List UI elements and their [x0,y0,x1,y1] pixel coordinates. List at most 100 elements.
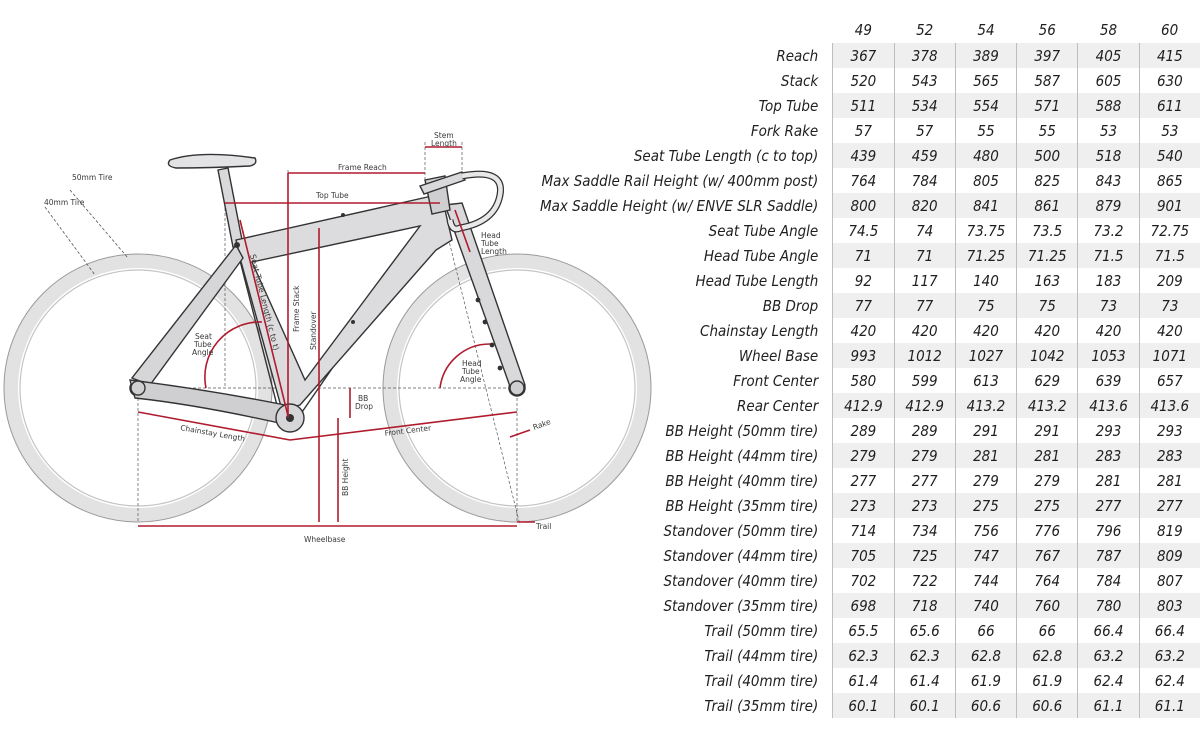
table-cell: 65.5 [832,618,895,643]
table-cell: 62.4 [1138,668,1200,693]
label-trail: Trail [535,522,551,531]
table-cell: 291 [1016,418,1078,443]
label-50mm-tire: 50mm Tire [72,173,113,182]
table-cell: 66.4 [1138,618,1200,643]
table-cell: 378 [893,43,956,68]
table-cell: 734 [893,518,956,543]
table-cell: 291 [954,418,1017,443]
table-cell: 163 [1016,268,1078,293]
measurement-lines [137,146,535,527]
table-cell: 53 [1138,118,1200,143]
label-frame-reach: Frame Reach [338,163,387,172]
table-cell: 518 [1077,143,1140,168]
label-bb-drop-1: BB [358,394,368,403]
table-cell: 543 [893,68,956,93]
table-cell: 698 [832,593,895,618]
table-cell: 279 [954,468,1017,493]
table-cell: 809 [1138,543,1200,568]
table-cell: 580 [832,368,895,393]
table-cell: 66 [1016,618,1078,643]
table-cell: 787 [1077,543,1140,568]
label-seat-tube-angle-1: Seat [195,332,212,341]
table-cell: 993 [832,343,895,368]
table-cell: 588 [1077,93,1140,118]
table-cell: 744 [954,568,1017,593]
table-cell: 77 [832,293,895,318]
table-cell: 283 [1138,443,1200,468]
table-cell: 75 [954,293,1017,318]
row-label: BB Height (44mm tire) [665,446,819,465]
table-cell: 420 [1016,318,1078,343]
table-cell: 61.9 [954,668,1017,693]
table-cell: 281 [1138,468,1200,493]
table-cell: 71.5 [1138,243,1200,268]
label-head-tube-angle-1: Head [462,359,482,368]
table-cell: 66.4 [1077,618,1140,643]
row-label: Max Saddle Height (w/ ENVE SLR Saddle) [540,196,819,215]
row-label: BB Height (35mm tire) [665,496,819,515]
row-label: BB Height (40mm tire) [665,471,819,490]
table-cell: 1071 [1138,343,1200,368]
row-label: Trail (50mm tire) [704,621,819,640]
table-cell: 277 [1077,493,1140,518]
table-cell: 92 [832,268,895,293]
table-cell: 413.6 [1138,393,1200,418]
row-label: Standover (35mm tire) [663,596,819,615]
table-cell: 61.4 [832,668,895,693]
table-cell: 565 [954,68,1017,93]
table-cell: 480 [954,143,1017,168]
row-label: BB Height (50mm tire) [665,421,819,440]
table-cell: 281 [1016,443,1078,468]
label-head-tube-angle-3: Angle [460,375,482,384]
table-cell: 420 [893,318,956,343]
table-cell: 71 [893,243,956,268]
row-label: Seat Tube Length (c to top) [633,146,819,165]
row-label: Chainstay Length [700,321,819,340]
table-cell: 75 [1016,293,1078,318]
table-cell: 62.3 [832,643,895,668]
table-cell: 1027 [954,343,1017,368]
table-cell: 511 [832,93,895,118]
table-cell: 275 [1016,493,1078,518]
table-cell: 62.3 [893,643,956,668]
label-40mm-tire: 40mm Tire [44,198,85,207]
table-cell: 784 [893,168,956,193]
row-label: Seat Tube Angle [708,221,819,240]
row-label: Rear Center [737,396,819,415]
table-cell: 718 [893,593,956,618]
table-cell: 825 [1016,168,1078,193]
table-cell: 879 [1077,193,1140,218]
table-cell: 77 [893,293,956,318]
table-cell: 1012 [893,343,956,368]
table-cell: 57 [832,118,895,143]
row-label: Top Tube [758,96,819,115]
table-cell: 413.2 [1016,393,1078,418]
header-corner [540,17,833,43]
table-cell: 62.8 [1016,643,1078,668]
table-cell: 55 [954,118,1017,143]
label-head-tube-angle-2: Tube [461,367,480,376]
table-cell: 459 [893,143,956,168]
table-cell: 865 [1138,168,1200,193]
bike-frame [129,153,526,433]
table-cell: 73 [1077,293,1140,318]
table-cell: 760 [1016,593,1078,618]
table-cell: 71.5 [1077,243,1140,268]
table-cell: 1053 [1077,343,1140,368]
table-cell: 367 [832,43,895,68]
label-top-tube: Top Tube [315,191,349,200]
row-label: Trail (40mm tire) [704,671,819,690]
table-cell: 61.9 [1016,668,1078,693]
